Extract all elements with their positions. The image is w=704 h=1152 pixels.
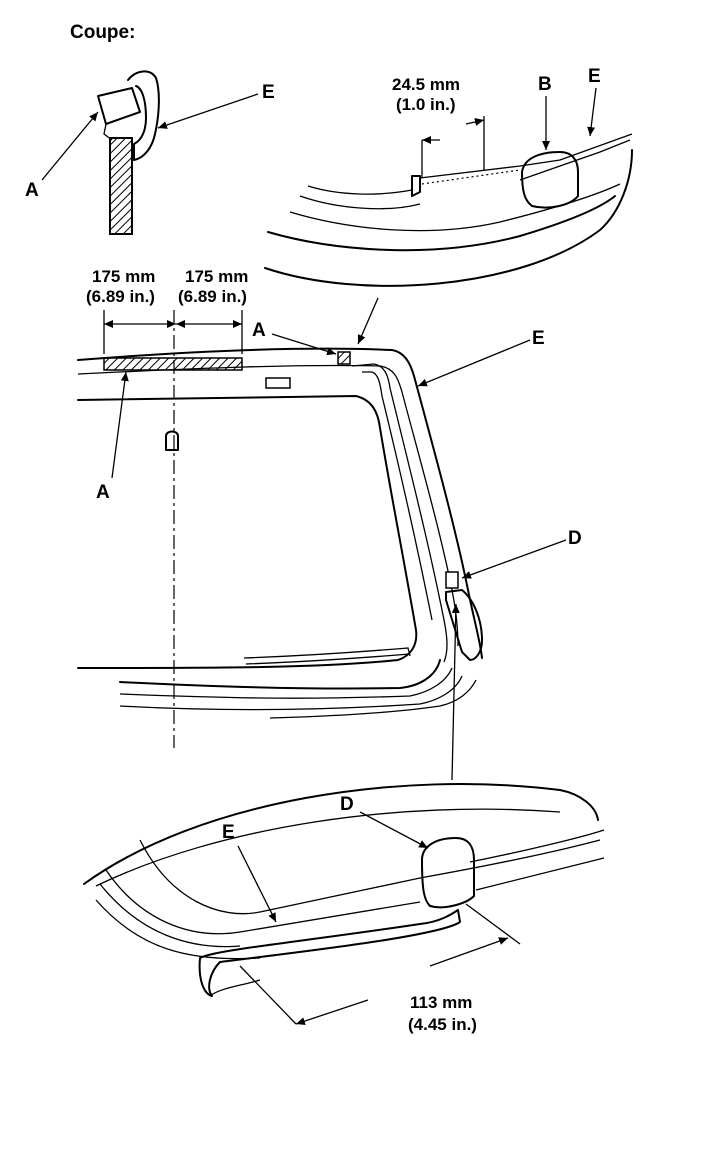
molding-e-profile (127, 70, 160, 161)
adhesive-strip-a (103, 357, 243, 371)
callout-a-corner: A (252, 320, 266, 341)
pillar-end-detail (83, 783, 605, 1025)
spacer-a-corner (337, 351, 351, 365)
spacer-d-main (445, 571, 459, 589)
callout-a-top: A (25, 180, 39, 201)
callout-e-top-right: E (588, 66, 601, 87)
dim-lower-metric: 113 mm (410, 993, 472, 1012)
glass-edge (109, 137, 133, 235)
dim-left-metric: 175 mm (92, 267, 155, 286)
molding-e-lower (198, 909, 461, 997)
dim-right-metric: 175 mm (185, 267, 248, 286)
dim-lower-imperial: (4.45 in.) (408, 1015, 477, 1034)
dim-left-imperial: (6.89 in.) (86, 287, 155, 306)
callout-e-main: E (532, 328, 545, 349)
dim-right-imperial: (6.89 in.) (178, 287, 247, 306)
callout-a-strip: A (96, 482, 110, 503)
callout-e-lower: E (222, 822, 235, 843)
clip-section-detail (97, 70, 160, 235)
spacer-b-block (521, 151, 579, 209)
roof-edge-detail (264, 116, 633, 287)
molding-end-cap (445, 589, 483, 661)
callout-d-lower: D (340, 794, 354, 815)
dim-offset-metric: 24.5 mm (392, 75, 460, 94)
spacer-a-block (97, 87, 141, 125)
callout-e-top-left: E (262, 82, 275, 103)
spacer-d-lower (421, 837, 475, 909)
callout-d-main: D (568, 528, 582, 549)
windshield-main-view (77, 310, 483, 748)
callout-b: B (538, 74, 552, 95)
dim-offset-imperial: (1.0 in.) (396, 95, 456, 114)
page-title: Coupe: (70, 22, 135, 43)
